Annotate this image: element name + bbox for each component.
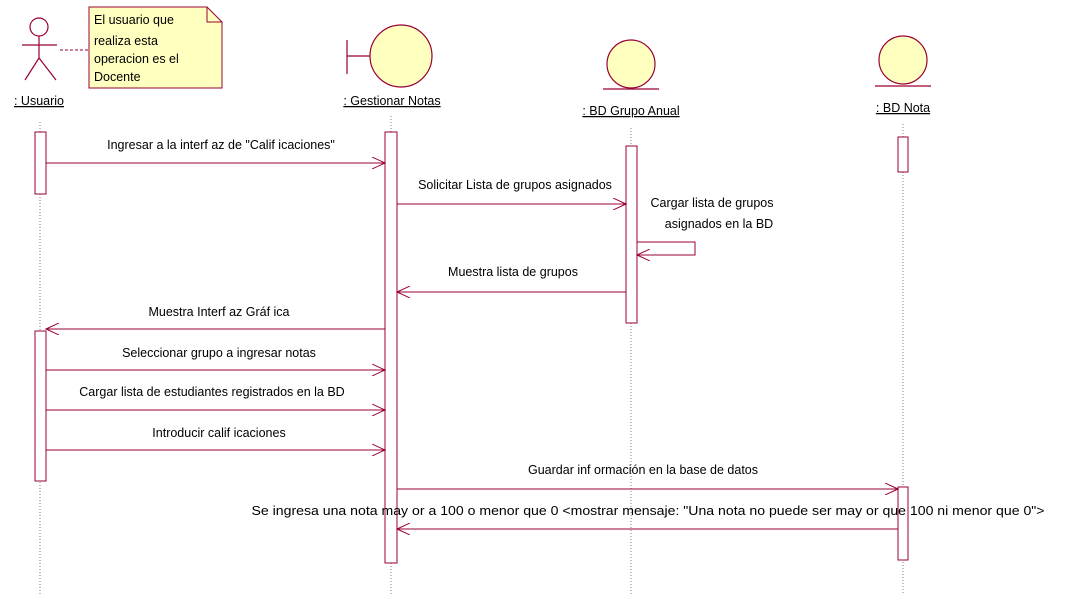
message-label: Se ingresa una nota may or a 100 o menor… [252,504,1045,518]
activation-bar [897,486,909,561]
activations [34,131,909,564]
participant-label: : Gestionar Notas [343,94,440,108]
actor-icon [22,17,57,81]
boundary-icon [346,24,433,88]
note-line: operacion es el [94,52,179,66]
note-fold [206,7,222,23]
activation-bar [625,145,638,324]
note-line: realiza esta [94,34,158,48]
messages: Ingresar a la interf az de "Calif icacio… [46,138,1045,529]
participant-label: : Usuario [14,94,64,108]
note-shape [88,6,223,89]
message-label: Cargar lista de estudiantes registrados … [79,385,344,399]
message-label: asignados en la BD [665,217,773,231]
message-label: Cargar lista de grupos [651,196,774,210]
self-message-arrow [637,241,696,255]
participant-label: : BD Grupo Anual [582,104,679,118]
note: El usuario que realiza esta operacion es… [60,6,223,89]
activation-bar [34,131,47,195]
activation-bar [384,131,398,564]
participant-label: : BD Nota [876,101,930,115]
message-label: Solicitar Lista de grupos asignados [418,178,612,192]
note-line: El usuario que [94,13,174,27]
message-label: Seleccionar grupo a ingresar notas [122,346,316,360]
entity-icon [603,39,659,90]
message-label: Ingresar a la interf az de "Calif icacio… [107,138,335,152]
message-label: Muestra Interf az Gráf ica [148,305,289,319]
activation-bar [34,330,47,482]
message-label: Introducir calif icaciones [152,426,285,440]
message-label: Muestra lista de grupos [448,265,578,279]
note-line: Docente [94,70,141,84]
message-label: Guardar inf ormación en la base de datos [528,463,758,477]
entity-icon [875,35,931,87]
activation-bar [897,136,909,173]
